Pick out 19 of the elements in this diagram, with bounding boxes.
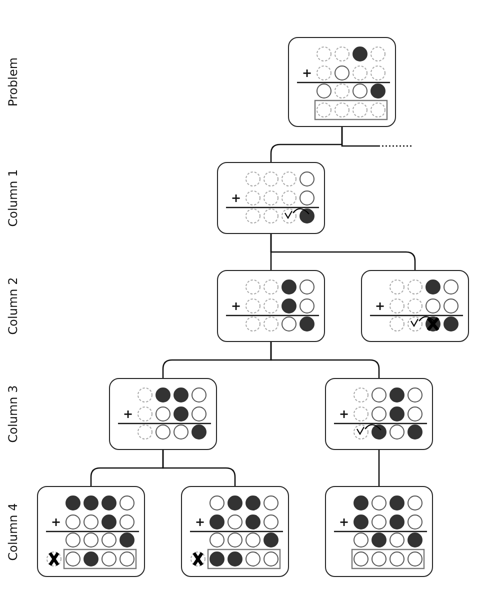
row-label: Column 1 bbox=[6, 169, 20, 227]
connector-line bbox=[270, 342, 380, 378]
row-label: Column 3 bbox=[6, 385, 20, 443]
connector-line bbox=[162, 450, 236, 486]
plus-sign: + bbox=[51, 516, 62, 528]
plus-sign: + bbox=[123, 408, 134, 420]
plus-sign: + bbox=[375, 300, 386, 312]
connector-line bbox=[270, 234, 416, 270]
plus-sign: + bbox=[231, 192, 242, 204]
connector-line bbox=[341, 127, 413, 147]
plus-sign: + bbox=[195, 516, 206, 528]
plus-sign: + bbox=[302, 67, 312, 79]
plus-sign: + bbox=[339, 408, 350, 420]
row-label: Column 2 bbox=[6, 277, 20, 335]
plus-sign: + bbox=[339, 516, 350, 528]
connector-line bbox=[378, 450, 380, 486]
row-label: Problem bbox=[6, 57, 20, 107]
row-label: Column 4 bbox=[6, 503, 20, 561]
plus-sign: + bbox=[231, 300, 242, 312]
